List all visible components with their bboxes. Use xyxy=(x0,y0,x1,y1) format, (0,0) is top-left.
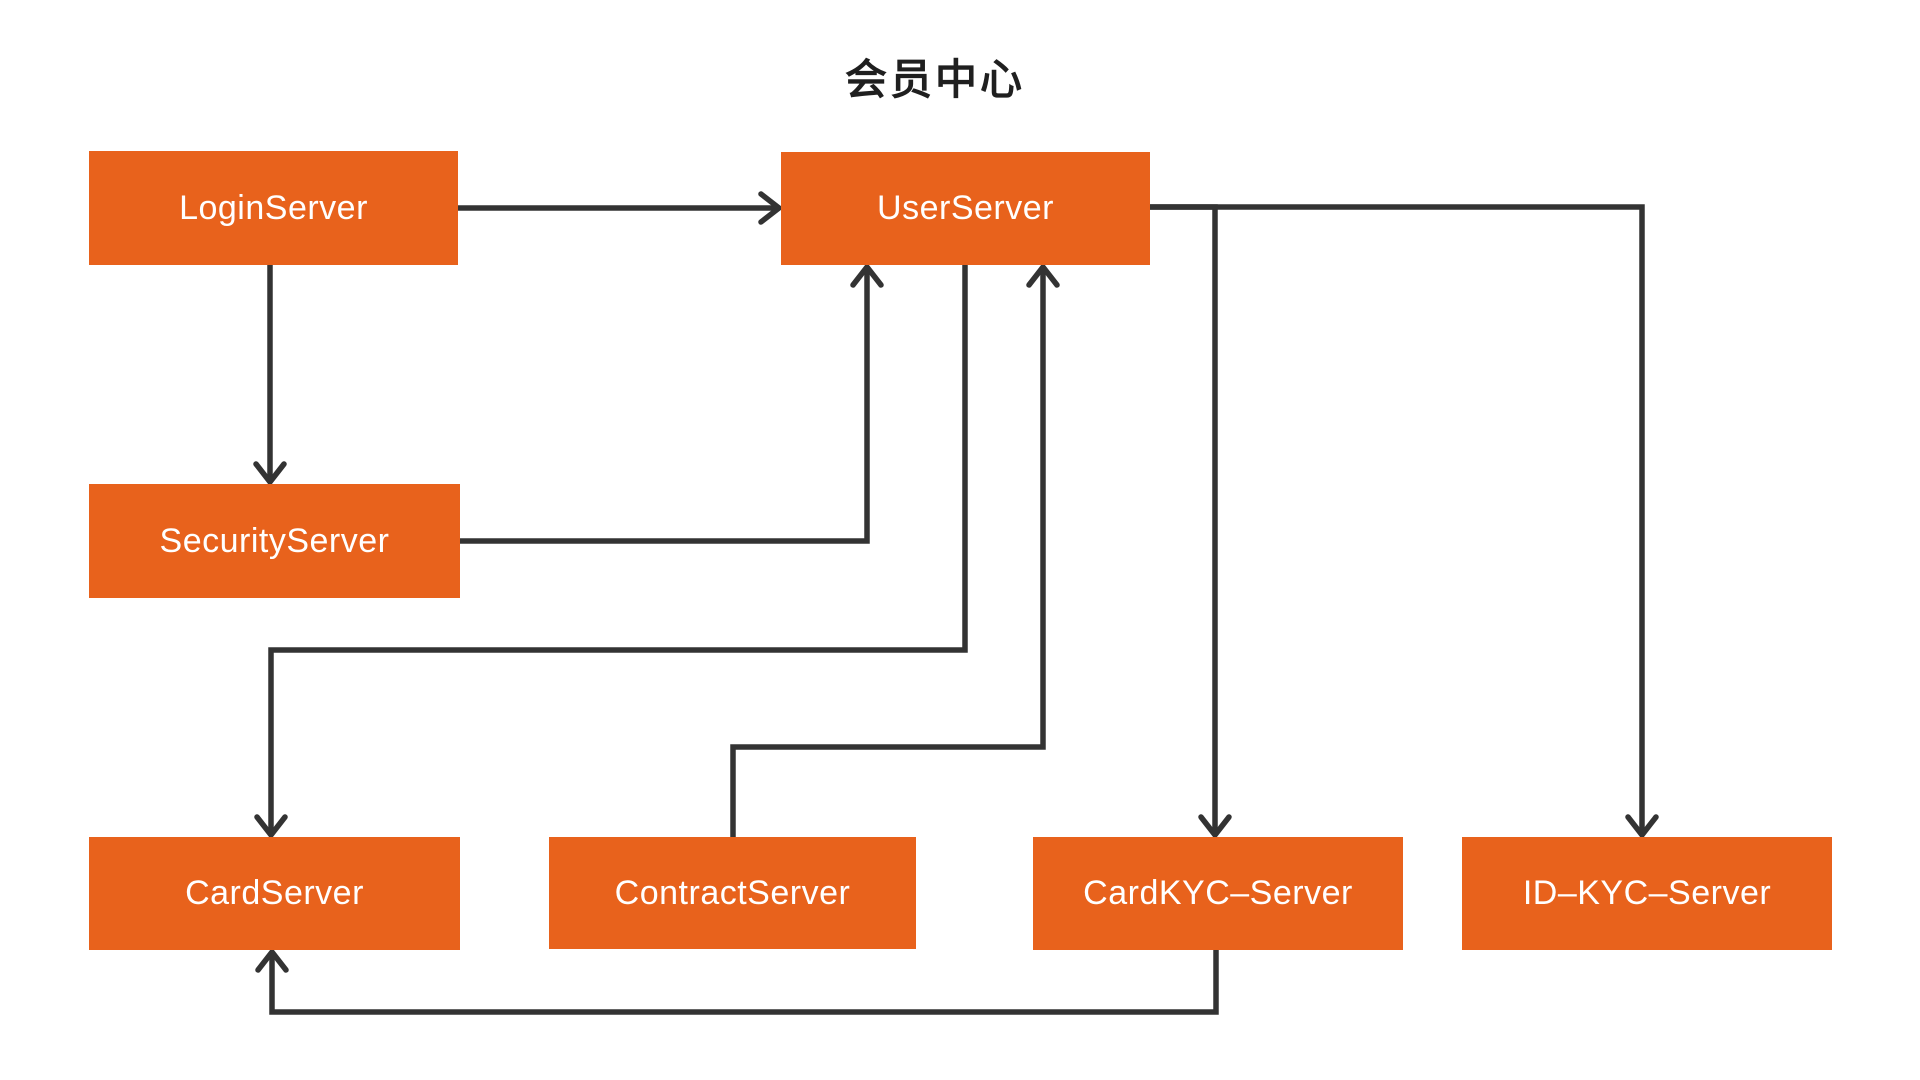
node-contract-server: ContractServer xyxy=(549,837,916,949)
node-user-server-label: UserServer xyxy=(877,189,1054,227)
node-login-server-label: LoginServer xyxy=(179,188,368,227)
node-contract-server-label: ContractServer xyxy=(614,873,851,912)
node-cardkyc-server: CardKYC–Server xyxy=(1033,837,1403,950)
node-card-server: CardServer xyxy=(89,837,460,950)
node-login-server: LoginServer xyxy=(89,151,458,265)
edge-securityserver-userserver xyxy=(460,262,884,544)
edge-userserver-idkycserver xyxy=(1150,204,1659,840)
node-user-server: UserServer xyxy=(781,152,1150,265)
node-card-server-label: CardServer xyxy=(185,874,364,912)
node-security-server: SecurityServer xyxy=(89,484,460,598)
node-cardkyc-server-label: CardKYC–Server xyxy=(1083,874,1353,912)
node-security-server-label: SecurityServer xyxy=(159,521,390,560)
diagram-title: 会员中心 xyxy=(844,56,1026,103)
edge-userserver-cardkycserver xyxy=(1150,204,1232,840)
edge-cardkycserver-cardserver xyxy=(255,947,1219,1015)
node-idkyc-server: ID–KYC–Server xyxy=(1462,837,1832,950)
node-idkyc-server-label: ID–KYC–Server xyxy=(1522,874,1772,912)
edge-contractserver-userserver xyxy=(730,262,1060,837)
